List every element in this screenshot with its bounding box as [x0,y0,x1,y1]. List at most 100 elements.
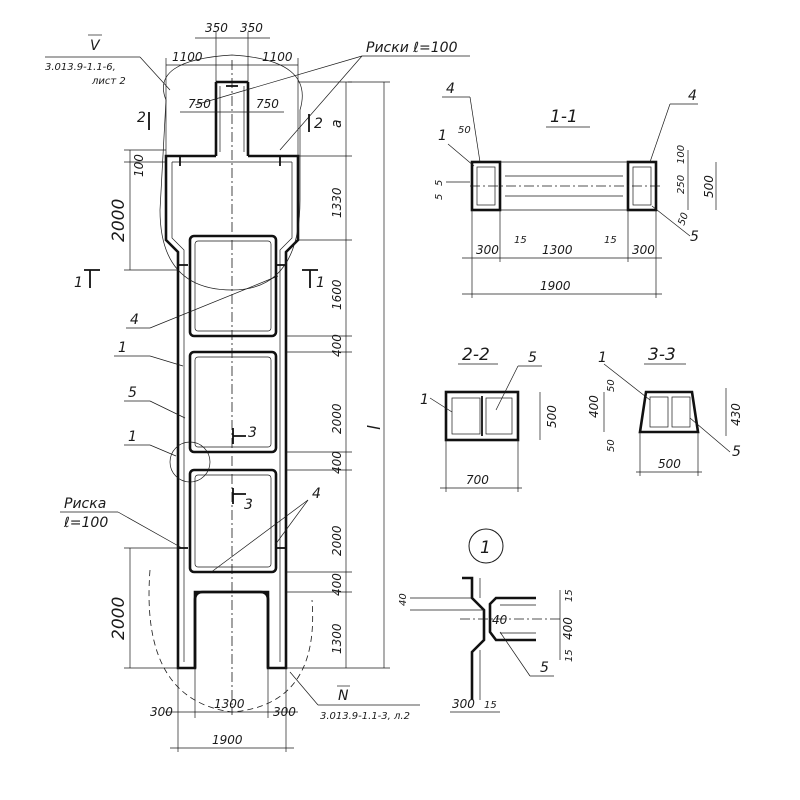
section-2-2-cell-left [451,397,481,435]
section-2-2-cell-right [485,397,513,435]
top-stub [214,80,250,156]
detail-1-dim-15-bot: 15 [484,700,497,711]
detail-1-dim-15-top: 15 [564,589,575,602]
section-3-3-dim-50-bottom: 50 [606,439,617,452]
bottom-dim-1300: 1300 [214,697,245,711]
section-3-3-callout-1: 1 [598,350,607,366]
callout-1-upper: 1 [118,340,127,356]
detail-1-dim-40-left: 40 [398,593,409,606]
section-1-1-dim-250: 250 [676,175,687,194]
riski-top-leader-b [194,55,363,106]
ref-bottom-mark: N [338,688,349,704]
ref-bottom-leader [289,671,319,706]
top-dim-350-right: 350 [240,21,263,35]
section-3-3-outline [638,390,700,434]
bottom-dim-1900: 1900 [212,733,243,747]
detail-1-marker [468,528,504,564]
section-2-2-callout-1-leader [429,397,453,413]
sec-1-right-marker [302,269,318,288]
detail-1-title: 1 [480,538,491,558]
section-2-2-callout-1: 1 [420,392,429,408]
section-3-3-title: 3-3 [648,345,676,365]
section-3-3-cell-right [671,396,691,428]
riski-top-leader-a [279,55,363,151]
sec-2-left: 2 [137,110,146,126]
callout-4-top-leader [149,275,279,329]
riska-side-length: ℓ=100 [63,515,108,531]
callout-4-lower: 4 [312,486,321,502]
section-3-3: 3-3 1 50 400 50 430 5 500 [587,345,743,476]
section-3-3-callout-5: 5 [732,444,741,460]
detail-1-dim-40-inner: 40 [492,613,508,627]
section-1-1-callout-5-leader [651,205,691,237]
section-1-1-dim-1900: 1900 [540,279,571,293]
ref-bottom-doc: 3.013.9-1.1-3, л.2 [320,711,410,722]
section-3-3-dim-500: 500 [658,457,681,471]
section-3-3-dim-430: 430 [729,403,743,426]
right-dim-2000-a: 2000 [330,403,344,434]
section-2-2: 2-2 1 5 500 700 [420,345,559,492]
opening-3 [188,468,278,574]
right-dim-1300: 1300 [330,623,344,654]
sec-3-a: 3 [248,425,257,441]
frame-reinforcement [171,161,293,662]
section-1-1-callout-1: 1 [438,128,447,144]
sec-1-right: 1 [316,275,325,291]
section-3-3-dim-400: 400 [587,395,601,418]
detail-1-callout-5-leader [499,631,531,677]
section-2-2-callout-5-leader [495,365,519,411]
section-1-1-dim-50b: 50 [676,211,691,227]
callout-4-lower-leader-b [209,499,309,574]
section-1-1-callout-1-leader [447,143,475,167]
section-2-2-dim-700: 700 [466,473,489,487]
section-1-1-dim-50: 50 [458,125,471,136]
right-dim-400-c: 400 [330,573,344,596]
detail-1-inner [479,578,536,700]
sec-3-a-marker [232,428,246,444]
section-1-1-callout-4-right-leader [649,103,671,163]
section-1-1-dim-5a: 5 [434,180,445,186]
section-2-2-dim-500: 500 [545,405,559,428]
section-1-1-dim-15-left: 15 [514,235,527,246]
section-1-1-dim-5b: 5 [434,194,445,200]
opening-1-inner [194,240,272,332]
left-dim-100: 100 [132,154,146,177]
right-dim-2000-b: 2000 [330,525,344,556]
callout-1-lower: 1 [128,429,137,445]
section-1-1-slab [500,161,628,211]
right-dim-400-b: 400 [330,451,344,474]
section-1-1-dim-1300: 1300 [542,243,573,257]
section-3-3-callout-1-leader [603,363,651,401]
section-3-3-callout-5-leader [689,417,731,453]
sec-1-left: 1 [74,275,83,291]
right-dim-1600: 1600 [330,279,344,310]
section-3-3-cell-left [649,396,669,428]
section-1-1-title: 1-1 [550,107,578,127]
top-dim-350-left: 350 [205,21,228,35]
callout-4-lower-leader-a [274,499,309,546]
detail-1-callout-5: 5 [540,660,549,676]
section-1-1: 1-1 4 50 1 5 5 4 100 250 500 50 5 [434,81,717,298]
top-dim-1100-right: 1100 [262,50,293,64]
bottom-dim-300-left: 300 [150,705,173,719]
callout-5: 5 [128,385,137,401]
riska-side-label: Риска [64,496,106,512]
section-1-1-dim-100: 100 [676,145,687,164]
section-1-1-callout-4-left: 4 [446,81,455,97]
callout-5-leader [149,400,186,419]
section-1-1-dim-300-right: 300 [632,243,655,257]
section-1-1-callout-5: 5 [690,229,699,245]
detail-circle-1 [169,441,211,483]
opening-2 [188,350,278,454]
section-1-1-dim-15-right: 15 [604,235,617,246]
opening-3-inner [194,474,272,568]
riska-side-leader [117,511,183,549]
detail-1-body [462,576,536,700]
detail-1-dim-300: 300 [452,697,475,711]
callout-4-top: 4 [130,312,139,328]
sec-3-b: 3 [244,497,253,513]
opening-1 [188,234,278,338]
bottom-dim-300-right: 300 [273,705,296,719]
main-elevation: 350 350 1100 1100 750 750 V 3.013.9-1.1-… [45,21,470,752]
ref-top-mark: V [90,38,101,54]
